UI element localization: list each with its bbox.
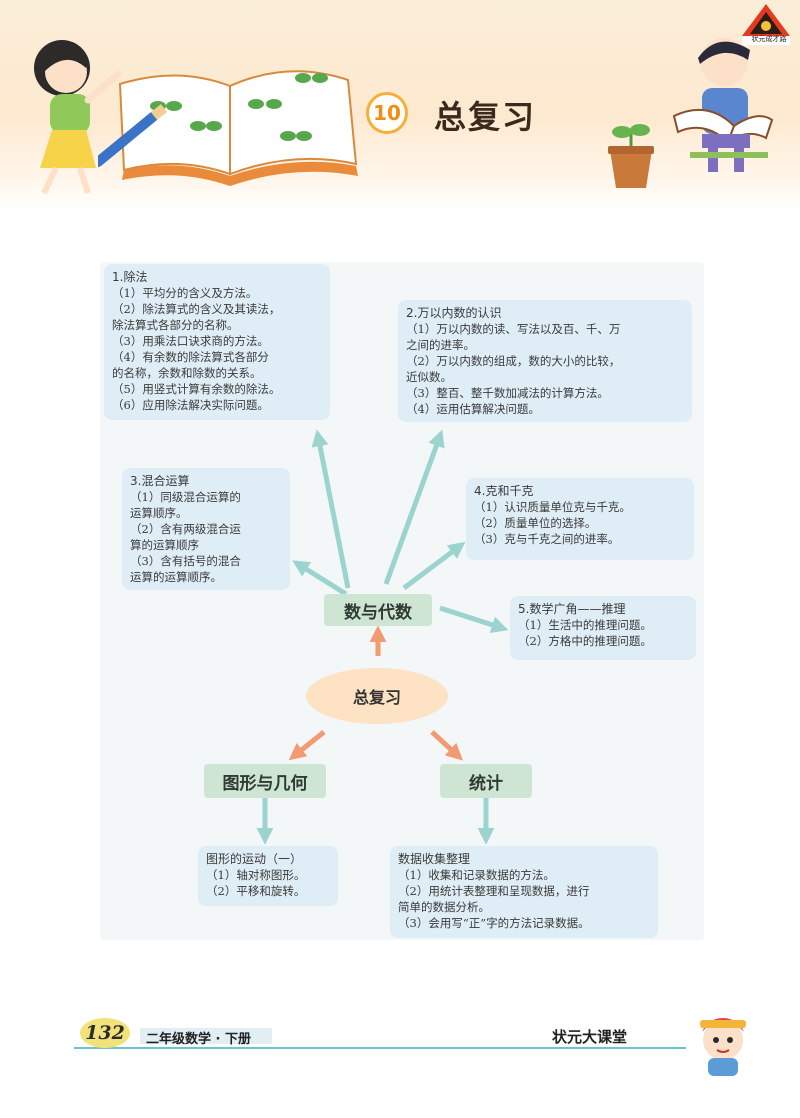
box-division-line: （2）除法算式的含义及其读法， [112,302,281,316]
box-grams-title: 4.克和千克 [474,484,534,498]
box-division-title: 1.除法 [112,270,148,284]
box-division-line: （3）用乘法口诀求商的方法。 [112,334,269,348]
box-division-line: （5）用竖式计算有余数的除法。 [112,382,281,396]
box-numbers-title: 2.万以内数的认识 [406,306,502,320]
box-data-title: 数据收集整理 [398,852,471,866]
box-data-collection: 数据收集整理 （1）收集和记录数据的方法。 （2）用统计表整理和呈现数据，进行 … [390,846,658,938]
box-division-line: （4）有余数的除法算式各部分 [112,350,269,364]
box-numbers-line: 之间的进率。 [406,338,475,352]
box-data-line: （3）会用写“正”字的方法记录数据。 [398,916,590,930]
publisher-logo [742,4,790,45]
box-reasoning-line: （1）生活中的推理问题。 [518,618,652,632]
box-reasoning-line: （2）方格中的推理问题。 [518,634,652,648]
box-numbers: 2.万以内数的认识 （1）万以内数的读、写法以及百、千、万 之间的进率。 （2）… [398,300,692,422]
box-motion-line: （1）轴对称图形。 [206,868,306,882]
footer-bar [140,1028,272,1044]
node-center: 总复习 [306,668,448,724]
logo-text: 状元成才路 [751,35,787,43]
node-geometry: 图形与几何 [204,764,326,798]
arrow-to-reasoning [439,605,509,633]
box-division: 1.除法 （1）平均分的含义及方法。 （2）除法算式的含义及其读法， 除法算式各… [104,264,330,420]
box-grams-line: （1）认识质量单位克与千克。 [474,500,631,514]
box-division-line: 的名称，余数和除数的关系。 [112,366,262,380]
box-mixed-line: （3）含有括号的混合 [130,554,241,568]
boy-illustration [672,38,774,172]
box-division-line: 除法算式各部分的名称。 [112,318,239,332]
box-mixed-line: 运算顺序。 [130,506,188,520]
node-statistics: 统计 [440,764,532,798]
box-motion-line: （2）平移和旋转。 [206,884,306,898]
chapter-number-badge: 10 [366,92,408,134]
arrow-to-mixed [292,560,348,597]
box-data-line: （1）收集和记录数据的方法。 [398,868,555,882]
page-number: 132 [80,1018,130,1048]
mascot-illustration [700,1018,746,1076]
girl-illustration [34,40,122,195]
book-illustration [98,70,358,186]
box-division-line: （6）应用除法解决实际问题。 [112,398,269,412]
box-data-line: （2）用统计表整理和呈现数据，进行 [398,884,590,898]
footer-brand: 状元大课堂 [552,1028,628,1046]
arrow-to-division [311,429,351,589]
box-reasoning-title: 5.数学广角——推理 [518,602,626,616]
box-numbers-line: （1）万以内数的读、写法以及百、千、万 [406,322,621,336]
box-mixed-line: 运算的运算顺序。 [130,570,222,584]
plant-pot-illustration [608,124,654,188]
box-data-line: 简单的数据分析。 [398,900,490,914]
box-numbers-line: （2）万以内数的组成，数的大小的比较， [406,354,621,368]
box-grams-line: （3）克与千克之间的进率。 [474,532,620,546]
arrow-to-geometry [288,730,326,761]
box-grams-line: （2）质量单位的选择。 [474,516,597,530]
arrow-to-numbers [383,429,445,585]
box-mixed-line: （2）含有两级混合运 [130,522,241,536]
box-motion: 图形的运动（一） （1）轴对称图形。 （2）平移和旋转。 [198,846,338,906]
arrow-to-grams [402,541,466,590]
box-reasoning: 5.数学广角——推理 （1）生活中的推理问题。 （2）方格中的推理问题。 [510,596,696,660]
footer-book-title: 二年级数学 · 下册 [146,1032,251,1047]
box-numbers-line: （3）整百、整千数加减法的计算方法。 [406,386,609,400]
box-mixed-operations: 3.混合运算 （1）同级混合运算的 运算顺序。 （2）含有两级混合运 算的运算顺… [122,468,290,590]
box-numbers-line: 近似数。 [406,370,452,384]
box-division-line: （1）平均分的含义及方法。 [112,286,258,300]
box-mixed-line: （1）同级混合运算的 [130,490,241,504]
arrow-to-statistics [430,730,463,761]
box-mixed-line: 算的运算顺序 [130,538,199,552]
chapter-title: 总复习 [434,98,537,136]
footer-divider [74,1047,686,1049]
box-grams: 4.克和千克 （1）认识质量单位克与千克。 （2）质量单位的选择。 （3）克与千… [466,478,694,560]
box-numbers-line: （4）运用估算解决问题。 [406,402,540,416]
node-algebra: 数与代数 [324,594,432,626]
box-motion-title: 图形的运动（一） [206,852,303,866]
box-mixed-title: 3.混合运算 [130,474,190,488]
chapter-number: 10 [373,101,401,125]
